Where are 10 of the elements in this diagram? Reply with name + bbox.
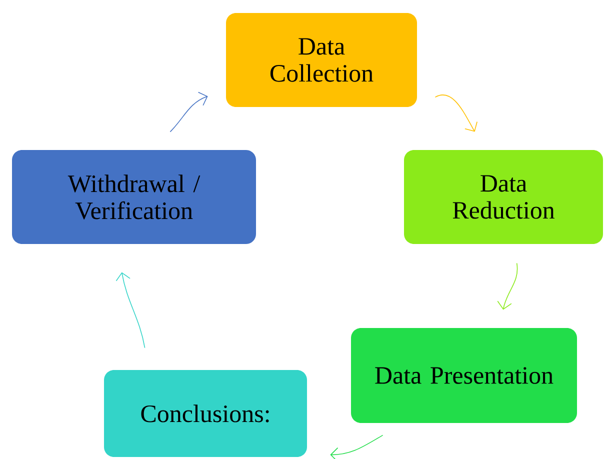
process-box: Data Reduction bbox=[404, 150, 603, 244]
arrow bbox=[434, 94, 478, 132]
process-box: Data Presentation bbox=[351, 328, 577, 423]
process-box: Conclusions: bbox=[104, 370, 307, 457]
arrow bbox=[170, 92, 208, 132]
arrow bbox=[116, 272, 146, 348]
process-box: Withdrawal / Verification bbox=[12, 150, 256, 244]
arrow bbox=[330, 434, 384, 459]
arrow bbox=[497, 262, 518, 310]
process-box: Data Collection bbox=[226, 13, 417, 107]
